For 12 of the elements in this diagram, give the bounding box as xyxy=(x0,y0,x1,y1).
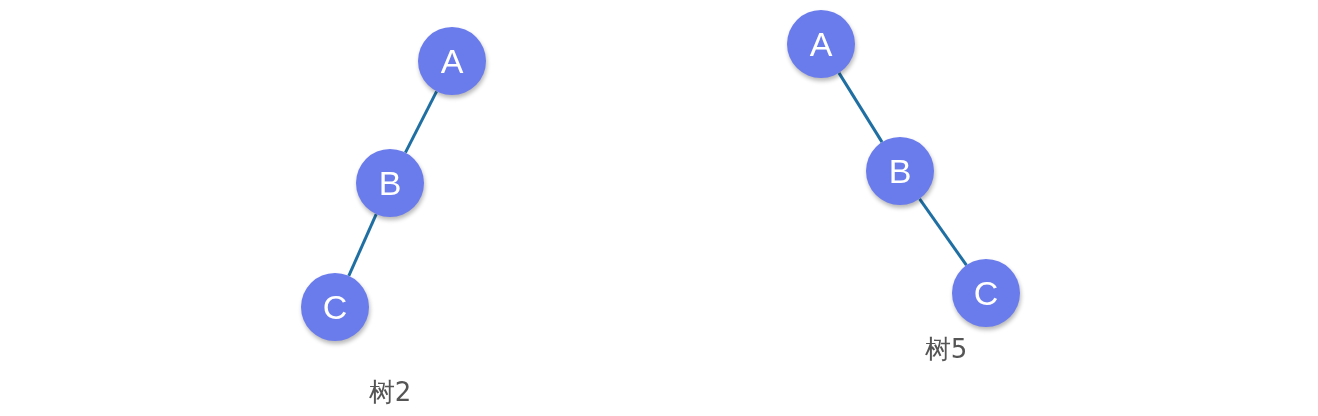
tree-caption: 树5 xyxy=(924,332,968,366)
tree-node: C xyxy=(952,259,1020,327)
tree-edge xyxy=(918,197,968,267)
tree-edge xyxy=(347,213,378,277)
tree-node: B xyxy=(866,137,934,205)
tree-caption: 树2 xyxy=(368,375,412,409)
tree-node: A xyxy=(787,10,855,78)
tree-node: B xyxy=(356,149,424,217)
tree-edge xyxy=(404,90,438,154)
tree-edge xyxy=(837,72,884,143)
tree-node: C xyxy=(301,273,369,341)
tree-node: A xyxy=(418,27,486,95)
